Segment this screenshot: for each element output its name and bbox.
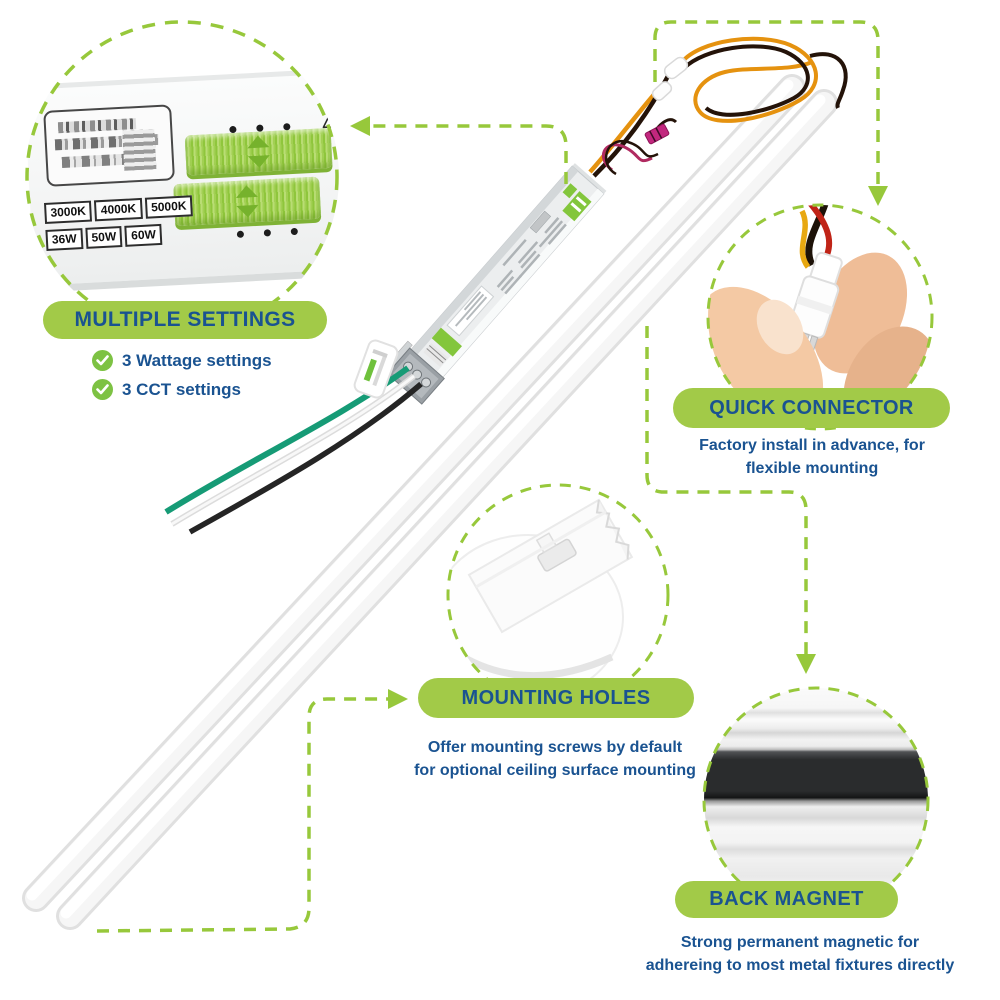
back-magnet-description: Strong permanent magnetic for adhereing … <box>610 931 990 977</box>
output-wires <box>588 36 848 178</box>
wattage-option-50w: 50W <box>85 226 123 249</box>
magnet-strip-image <box>704 688 928 912</box>
cct-option-row: 3000K 4000K 5000K <box>43 195 194 225</box>
mounting-holes-description: Offer mounting screws by default for opt… <box>373 736 737 782</box>
inline-connector <box>663 56 689 80</box>
feature-label: 3 CCT settings <box>122 379 242 399</box>
qr-code-block <box>122 129 157 171</box>
check-icon <box>92 379 113 400</box>
barcode-label <box>43 104 175 187</box>
cct-option-3000k: 3000K <box>43 200 93 225</box>
description-line: Offer mounting screws by default <box>427 739 683 756</box>
feature-cct: 3 CCT settings <box>92 375 272 404</box>
description-line: for optional ceiling surface mounting <box>414 762 696 779</box>
feature-label: 3 Wattage settings <box>122 350 272 370</box>
settings-panel: 3000K 4000K 5000K 36W 50W 60W <box>25 67 339 293</box>
quick-connector-banner: QUICK CONNECTOR <box>673 388 950 428</box>
back-magnet-banner: BACK MAGNET <box>675 881 898 918</box>
wire-tag <box>353 339 399 399</box>
led-driver <box>373 163 607 405</box>
arrow-down-icon <box>868 186 888 206</box>
driver-label-text-lines <box>496 217 567 295</box>
up-down-arrows-icon <box>247 135 270 168</box>
description-line: Factory install in advance, for <box>699 437 925 454</box>
driver-terminal-block <box>386 347 445 405</box>
multiple-settings-photo-circle: 3000K 4000K 5000K 36W 50W 60W <box>25 20 339 334</box>
multiple-settings-banner: MULTIPLE SETTINGS <box>43 301 327 339</box>
panel-dot <box>290 227 299 236</box>
description-line: adhereing to most metal fixtures directl… <box>645 957 955 974</box>
description-line: flexible mounting <box>745 460 879 477</box>
fixture-end-mounting-hole-image <box>448 498 634 700</box>
mounting-holes-banner: MOUNTING HOLES <box>418 678 694 718</box>
arrow-right-icon <box>388 689 408 709</box>
cct-slider-switch <box>184 127 333 176</box>
check-icon <box>92 350 113 371</box>
panel-dot <box>263 229 272 237</box>
back-magnet-photo-circle <box>704 688 928 912</box>
arrow-left-icon <box>350 116 370 136</box>
high-voltage-warning-icon <box>322 109 339 129</box>
description-line: Strong permanent magnetic for <box>680 934 920 951</box>
feature-wattage: 3 Wattage settings <box>92 346 272 375</box>
wattage-slider-switch <box>173 176 322 227</box>
inline-connector <box>651 81 673 101</box>
dimming-connector <box>644 123 670 145</box>
cct-option-4000k: 4000K <box>94 197 143 222</box>
wattage-option-60w: 60W <box>124 223 163 247</box>
multiple-settings-feature-list: 3 Wattage settings 3 CCT settings <box>92 346 272 404</box>
mounting-holes-photo-circle <box>448 485 668 705</box>
panel-dot <box>236 230 245 238</box>
cct-option-5000k: 5000K <box>144 195 194 219</box>
arrow-down-icon <box>796 654 816 674</box>
quick-connector-description: Factory install in advance, for flexible… <box>641 434 983 480</box>
up-down-arrows-icon <box>235 185 259 218</box>
wattage-option-36w: 36W <box>45 228 84 251</box>
wattage-option-row: 36W 50W 60W <box>45 223 163 251</box>
